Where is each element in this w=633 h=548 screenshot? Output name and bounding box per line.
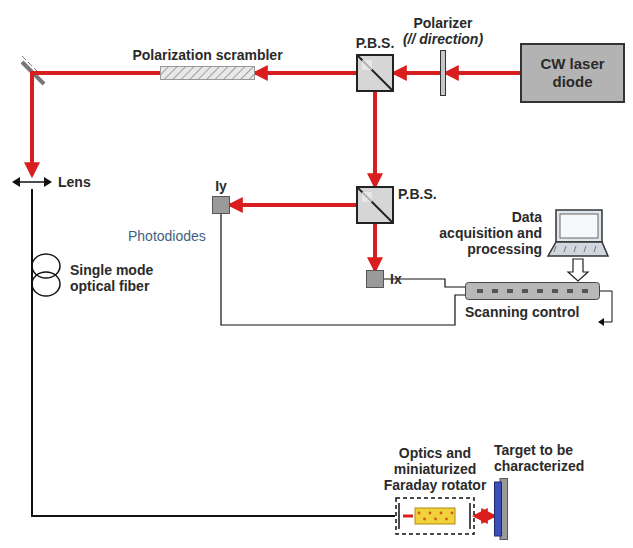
node-label: P.B.S.: [356, 35, 395, 51]
faraday-rotator-head: Optics and miniaturized Faraday rotator: [379, 445, 491, 535]
beam-splitter: P.B.S.: [356, 35, 395, 92]
node-label: (// direction): [403, 31, 483, 47]
plate-symbol: [440, 50, 446, 96]
control-arrowhead: [598, 318, 604, 326]
photodiode: Iy: [212, 178, 230, 214]
laser-beam: [255, 71, 356, 75]
control-line: [600, 291, 612, 322]
part-label: Single mode optical fiber: [70, 262, 170, 294]
node-label: Data acquisition and processing: [434, 209, 542, 257]
polarization-scrambler: Polarization scrambler: [132, 47, 282, 80]
laser-box: CW laser diode: [520, 43, 625, 103]
node-label: Ix: [390, 271, 402, 287]
fiber-coil: [32, 254, 60, 278]
laser-beam: [230, 203, 356, 207]
cube-symbol: [356, 186, 394, 224]
node-label: Polarization scrambler: [132, 47, 282, 63]
lens: Lens: [12, 174, 91, 190]
mirror-hatch: [22, 56, 26, 60]
laser-beam: [373, 224, 377, 270]
laser-beam: [446, 71, 520, 75]
node-label: Iy: [215, 178, 227, 194]
node-label: Scanning control: [465, 304, 579, 320]
square-symbol: [212, 196, 230, 214]
optics-symbol: [395, 497, 475, 535]
laser-beam: [32, 73, 160, 175]
part-label: Photodiodes: [128, 228, 206, 244]
node-label: Optics and miniaturized Faraday rotator: [379, 445, 491, 493]
hatch-symbol: [160, 66, 255, 80]
node-label: Polarizer: [413, 15, 472, 31]
photodiode: Ix: [366, 270, 402, 288]
node-label: P.B.S.: [398, 186, 437, 202]
laser-beam: [373, 92, 377, 186]
node-label: Lens: [58, 174, 91, 190]
target-symbol: [494, 478, 508, 540]
optical-fiber: [32, 189, 395, 516]
node-label: CW laser diode: [530, 55, 615, 91]
node-label: Target to be characterized: [494, 442, 619, 474]
fiber-coil: [32, 272, 60, 296]
lens-symbol: [12, 175, 52, 189]
laptop-symbol: [546, 208, 610, 258]
polarizer: Polarizer(// direction): [403, 15, 483, 96]
bar-symbol: [465, 282, 600, 300]
mirror-hatch: [28, 62, 32, 66]
square-symbol: [366, 270, 384, 288]
signal-wire: [221, 214, 465, 325]
beam-splitter: P.B.S.: [356, 186, 437, 224]
data-arrow: [568, 259, 588, 281]
laser-beam: [475, 514, 494, 518]
computer: Data acquisition and processing: [434, 208, 610, 258]
target: Target to be characterized: [494, 442, 619, 540]
laser-beam: [394, 71, 440, 75]
scanning-controller: Scanning control: [465, 282, 600, 320]
cube-symbol: [356, 54, 394, 92]
